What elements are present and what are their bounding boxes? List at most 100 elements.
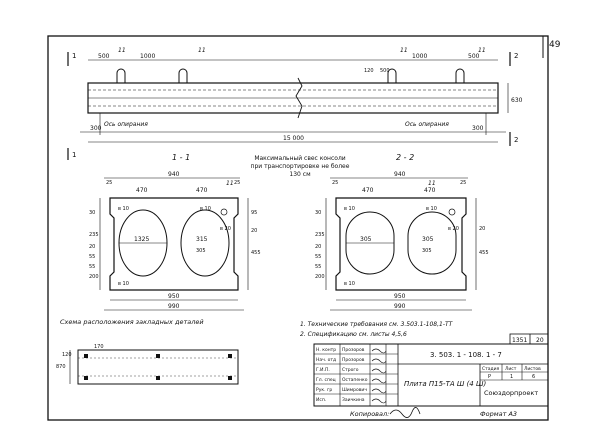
- break-symbol: [295, 77, 303, 119]
- dim-right: 95: [251, 210, 257, 216]
- staff-name: Шимрович: [342, 387, 367, 393]
- staff-role: Гл. спец: [316, 377, 336, 383]
- section-2-inner-dim: 305: [422, 248, 432, 254]
- overhang-note-line-2: при транспортировке не более: [251, 163, 350, 170]
- page-number: 49: [549, 40, 561, 50]
- hook-label: 11: [400, 47, 408, 54]
- bar-label: в 10: [118, 206, 129, 212]
- section-2-title: 2 - 2: [396, 153, 414, 162]
- scheme-dim-120: 120: [62, 352, 72, 358]
- signature: [371, 378, 387, 384]
- bar-label: в 20: [220, 226, 231, 232]
- dim-left: 235: [89, 232, 99, 238]
- section-2-bottom-width: 990: [394, 303, 406, 310]
- note-1: 1. Технические требования см. 3.503.1-10…: [300, 321, 454, 328]
- section-2-void-width-2: 305: [422, 236, 434, 243]
- lifting-loop-icon: [116, 68, 126, 83]
- dim-top-1: 500: [98, 53, 110, 60]
- section-1-inner-dim: 305: [196, 248, 206, 254]
- section-2-outline: [335, 197, 467, 291]
- dim-top-4: 500: [468, 53, 480, 60]
- sheet-no: 20: [536, 337, 544, 344]
- sheets-header: Листов: [524, 366, 541, 372]
- embedded-part-marker: [84, 354, 88, 358]
- format-label: Формат А3: [480, 410, 517, 418]
- dim-left: 55: [89, 264, 95, 270]
- staff-name: Остапенко: [342, 377, 368, 383]
- elevation-view: 500 1000 1000 500 11 11 11 11 120 500 63…: [67, 47, 523, 160]
- hook-label: 11: [118, 47, 126, 54]
- dim-left: 20: [89, 244, 95, 250]
- section-1-outline: [109, 197, 239, 291]
- drawing-name: Плита П15-ТА Ш (4 Ш): [404, 380, 486, 388]
- staff-role: Нач. отд: [316, 357, 336, 363]
- section-1-bottom-half: 950: [168, 293, 180, 300]
- scheme-dim-170: 170: [94, 344, 104, 350]
- section-1-1: 1 - 1 940 470 470 25 25 1325 315 305 в 1…: [89, 153, 261, 311]
- bar-label: в 10: [344, 281, 355, 287]
- lifting-loop-icon: [178, 68, 188, 83]
- bar-label: в 10: [426, 206, 437, 212]
- section-2-top-width: 940: [394, 171, 406, 178]
- sheet-header: Лист: [505, 366, 517, 372]
- cut-label: 2: [514, 52, 518, 60]
- dim-right: 20: [251, 228, 257, 234]
- small-dim: 120: [364, 68, 374, 74]
- signature: [371, 388, 387, 394]
- dim-right: 20: [479, 226, 485, 232]
- title-block-frame: [313, 343, 549, 407]
- section-2-void-width: 305: [360, 236, 372, 243]
- support-axis-left-label: Ось опирания: [104, 121, 148, 128]
- signature: [371, 358, 387, 364]
- section-1-top-width: 940: [168, 171, 180, 178]
- section-1-edge-right: 25: [234, 180, 240, 186]
- title-block: 1351 20 3. 503. 1 - 108. 1 - 7 Плита П15…: [313, 333, 549, 407]
- section-1-bottom-width: 990: [168, 303, 180, 310]
- dim-right: 455: [479, 250, 489, 256]
- signature: [371, 398, 387, 404]
- section-2-bottom-half: 950: [394, 293, 406, 300]
- sheet-border: [47, 35, 549, 421]
- section-2-half-left: 470: [362, 187, 374, 194]
- embedded-part-marker: [84, 376, 88, 380]
- section-1-void-width-2: 315: [196, 236, 208, 243]
- dim-left: 235: [315, 232, 325, 238]
- dim-top-3: 1000: [412, 53, 427, 60]
- hook-label: 11: [198, 47, 206, 54]
- sheet-mark-box: [509, 333, 549, 345]
- cut-label: 1: [72, 151, 76, 159]
- height-dim: 630: [511, 97, 523, 104]
- cut-label: 1: [72, 52, 76, 60]
- staff-name: Прозоров: [342, 347, 365, 353]
- section-2-2: 2 - 2 940 470 470 25 25 305 305 305 в 10…: [315, 153, 489, 311]
- copied-label: Копировал:: [350, 410, 389, 418]
- section-1-half-right: 470: [196, 187, 208, 194]
- dim-bottom-2: 300: [472, 125, 484, 132]
- lifting-loop-icon: [455, 68, 465, 83]
- section-1-half-left: 470: [136, 187, 148, 194]
- embedded-part-marker: [156, 376, 160, 380]
- void-stadium: [407, 211, 457, 275]
- support-axis-right-label: Ось опирания: [405, 121, 449, 128]
- staff-role: Г.И.П.: [316, 367, 330, 373]
- section-1-title: 1 - 1: [172, 153, 190, 162]
- section-2-edge-left: 25: [332, 180, 338, 186]
- staff-role: Н. контр: [316, 347, 336, 353]
- bar-label: в 10: [118, 281, 129, 287]
- embedded-part-marker: [156, 354, 160, 358]
- doc-code: 3. 503. 1 - 108. 1 - 7: [430, 351, 502, 359]
- signature: [371, 348, 387, 354]
- organization: Союздорпроект: [484, 389, 538, 397]
- scheme-outline: [77, 349, 239, 385]
- dim-left: 200: [315, 274, 325, 280]
- stage-value: Р: [488, 374, 491, 380]
- cut-label: 2: [514, 136, 518, 144]
- copier-signature: [389, 407, 421, 418]
- small-dim: 500: [380, 68, 390, 74]
- staff-name: Строго: [342, 367, 359, 373]
- hook-label: 11: [428, 180, 436, 187]
- embedded-scheme-title: Схема расположения закладных деталей: [60, 318, 204, 326]
- dim-left: 55: [315, 254, 321, 260]
- note-2: 2. Спецификацию см. листы 4,5,6: [300, 331, 407, 338]
- sheets-value: 6: [532, 374, 535, 380]
